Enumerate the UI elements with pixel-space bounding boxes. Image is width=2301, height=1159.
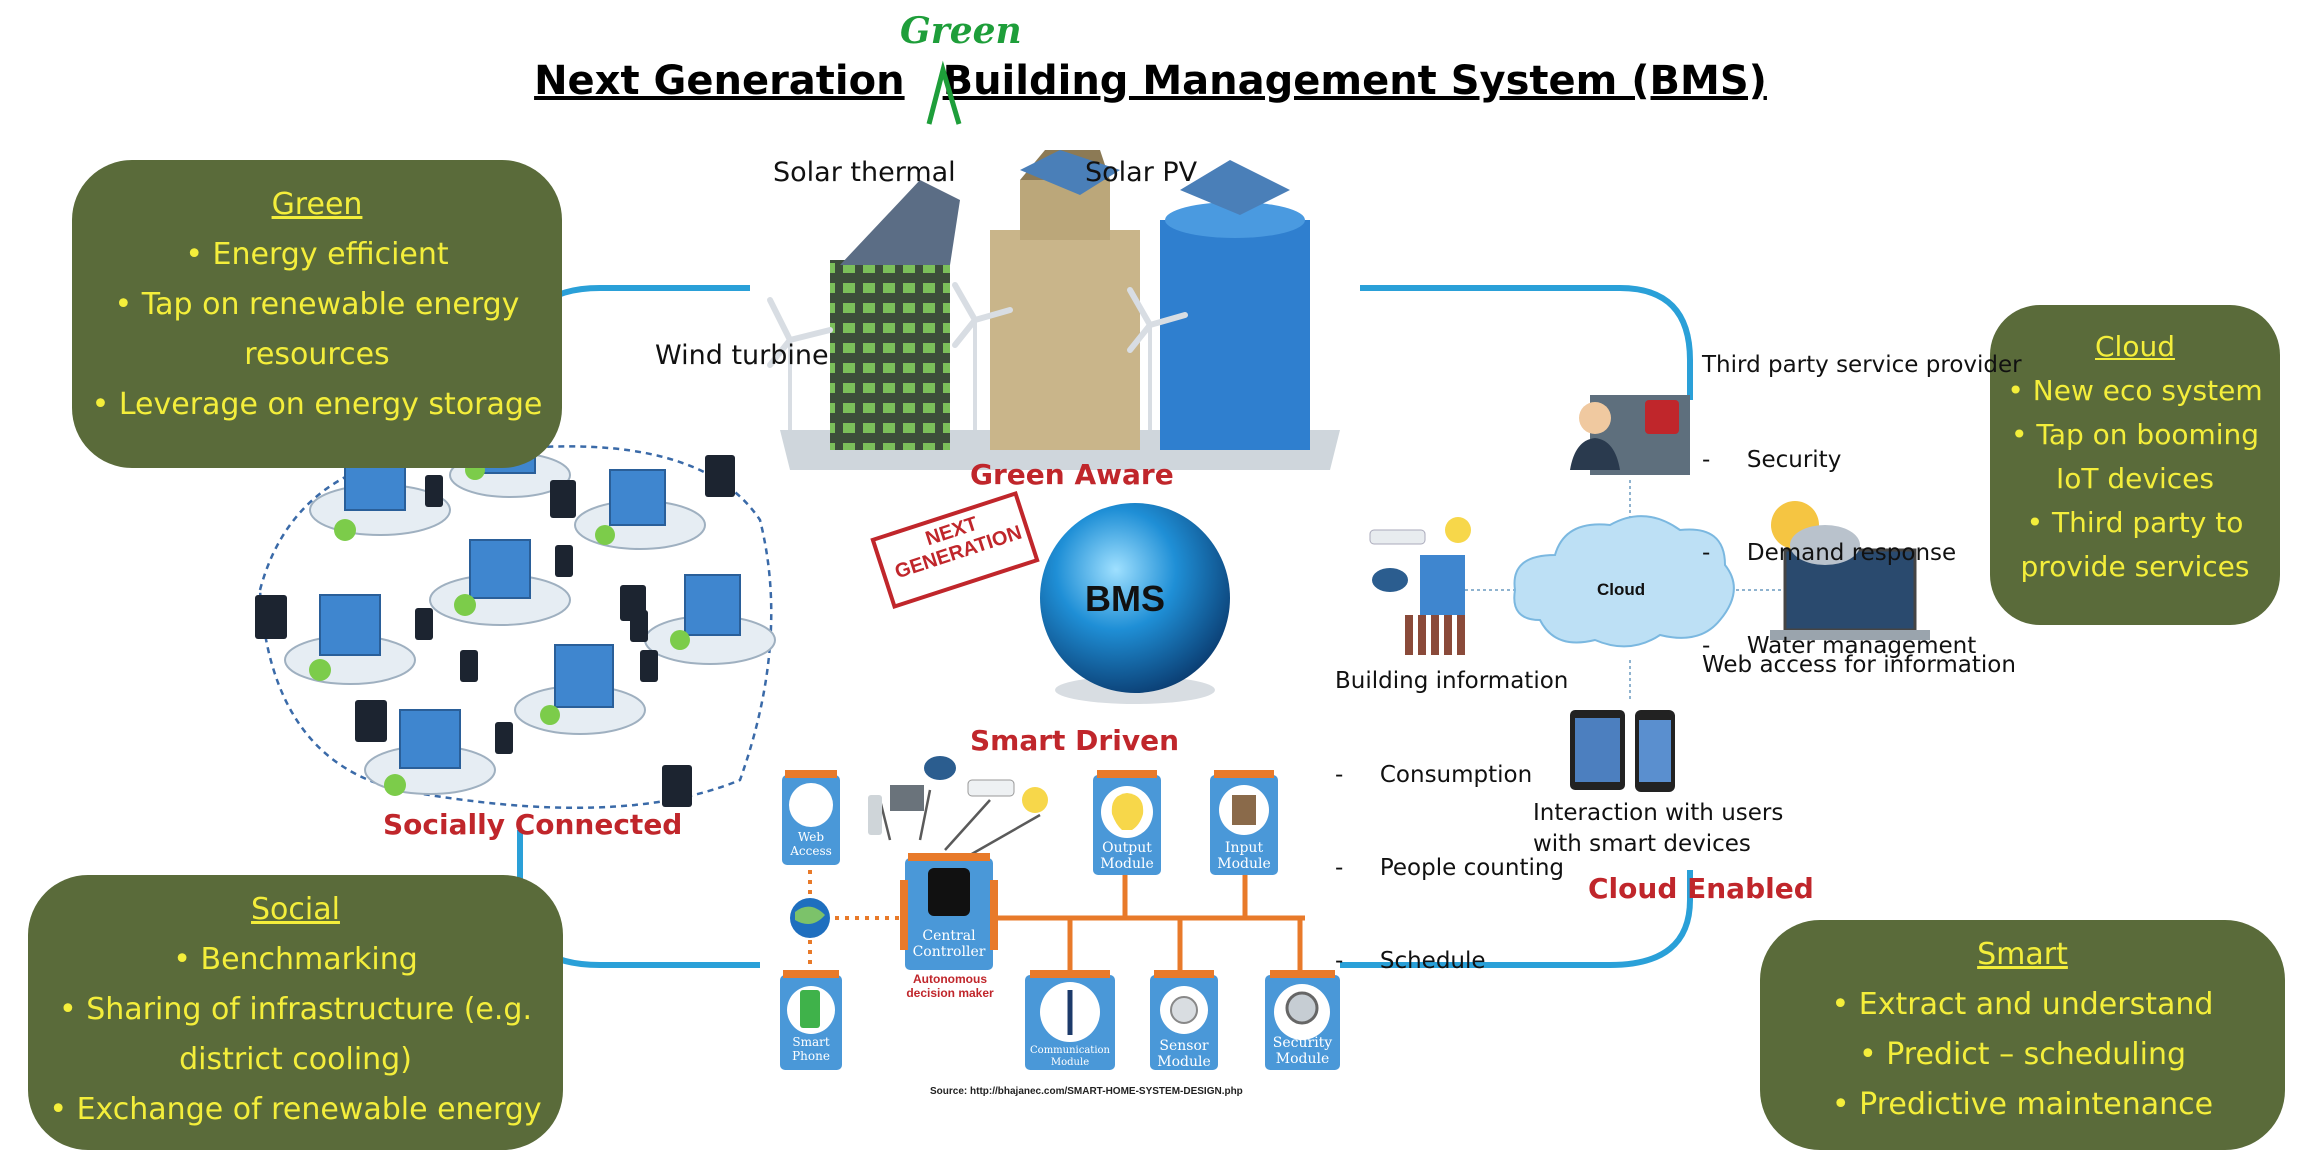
input-module-label: Input Module (1210, 840, 1278, 872)
social-box: Social • Benchmarking • Sharing of infra… (28, 875, 563, 1150)
smart-driven-label: Smart Driven (970, 724, 1180, 757)
cloud-label: Cloud (1597, 580, 1646, 599)
green-buildings (767, 150, 1340, 470)
cloud-panel-graphics (1369, 395, 1930, 792)
module-label-line: Smart (792, 1035, 830, 1049)
wind-turbine-label: Wind turbine (655, 340, 829, 371)
central-controller-label: Central Controller (905, 928, 993, 960)
web-access-module-label: Web Access (782, 830, 840, 858)
output-module-label: Output Module (1093, 840, 1161, 872)
green-insert-text: Green (900, 10, 1022, 52)
bms-sphere (1040, 503, 1230, 704)
social-box-item: • Exchange of renewable energy (49, 1092, 542, 1127)
third-party-title: Third party service provider (1702, 352, 2022, 378)
solar-thermal-label: Solar thermal (773, 157, 956, 188)
security-module-label: Security Module (1265, 1035, 1340, 1067)
module-label-line: Controller (912, 944, 986, 960)
caret-mark-icon (926, 60, 962, 125)
green-box-item: • Tap on renewable energy (114, 287, 520, 322)
web-access-label: Web access for information (1702, 652, 2016, 678)
next-generation-stamp (870, 491, 1040, 609)
building-info-title: Building information (1335, 668, 1569, 694)
smart-phone-module-label: Smart Phone (780, 1035, 842, 1063)
module-label-line: Input (1224, 840, 1264, 856)
interaction-label: Interaction with users with smart device… (1533, 798, 1783, 860)
module-label-line: Communication (1030, 1045, 1110, 1056)
social-box-item: • Sharing of infrastructure (e.g. (59, 992, 532, 1027)
module-label-line: Module (1157, 1054, 1211, 1070)
module-label-line: Output (1102, 840, 1152, 856)
solar-pv-label: Solar PV (1085, 157, 1198, 188)
green-box: Green • Energy efficient • Tap on renewa… (72, 160, 562, 468)
cloud-box: Cloud • New eco system • Tap on booming … (1990, 305, 2280, 625)
green-box-item: • Energy efficient (185, 237, 449, 272)
cloud-box-heading: Cloud (2095, 330, 2175, 363)
smart-box-item: • Extract and understand (1831, 987, 2214, 1022)
communication-module-label: Communication Module (1025, 1045, 1115, 1069)
third-party-item: - Demand response (1702, 540, 1957, 566)
smart-home-diagram (780, 756, 1340, 1070)
third-party-list: - Security - Demand response - Water man… (1702, 383, 1976, 693)
interaction-line: with smart devices (1533, 831, 1751, 857)
building-info-item: - People counting (1335, 855, 1565, 881)
module-label-line: Module (1275, 1051, 1330, 1067)
title-right: Building Management System (BMS) (942, 58, 1767, 104)
building-info-list: - Consumption - People counting - Schedu… (1335, 698, 1564, 1008)
social-box-item: • Benchmarking (173, 942, 418, 977)
green-box-item: • Leverage on energy storage (91, 387, 543, 422)
source-credit: Source: http://bhajanec.com/SMART-HOME-S… (930, 1086, 1243, 1097)
smart-box-item: • Predict – scheduling (1858, 1037, 2186, 1072)
interaction-line: Interaction with users (1533, 800, 1784, 826)
green-box-item: resources (244, 337, 390, 372)
smart-box-item: • Predictive maintenance (1831, 1087, 2214, 1122)
module-label-line: Security (1272, 1035, 1333, 1051)
cloud-box-item: provide services (2020, 550, 2250, 583)
module-label-line: Central (922, 928, 976, 944)
smart-box-heading: Smart (1977, 937, 2068, 972)
social-network-cluster (255, 424, 776, 809)
social-box-item: district cooling) (179, 1042, 412, 1077)
page-title: Next Generation Building Management Syste… (0, 58, 2301, 104)
module-label-line: Web (797, 830, 825, 844)
cloud-box-item: • Third party to (2026, 506, 2244, 539)
module-label-line: Module (1050, 1057, 1090, 1068)
module-label-line: Access (790, 844, 832, 858)
building-info-item: - Schedule (1335, 948, 1486, 974)
autonomous-label: Autonomous decision maker (890, 972, 1010, 1000)
third-party-item: - Water management (1702, 633, 1977, 659)
autonomous-line: decision maker (906, 986, 994, 1000)
smart-box: Smart • Extract and understand • Predict… (1760, 920, 2285, 1150)
building-info-item: - Consumption (1335, 762, 1533, 788)
sensor-module-label: Sensor Module (1150, 1038, 1218, 1070)
green-aware-label: Green Aware (970, 458, 1174, 491)
green-box-heading: Green (271, 187, 363, 222)
module-label-line: Module (1100, 856, 1154, 872)
third-party-item: - Security (1702, 447, 1842, 473)
social-box-heading: Social (251, 892, 340, 927)
title-left: Next Generation (534, 58, 905, 104)
autonomous-line: Autonomous (913, 972, 987, 986)
socially-connected-label: Socially Connected (383, 808, 683, 841)
cloud-box-item: • New eco system (2007, 374, 2263, 407)
cloud-box-item: • Tap on booming (2010, 418, 2260, 451)
module-label-line: Module (1217, 856, 1271, 872)
module-label-line: Phone (792, 1049, 830, 1063)
cloud-box-item: IoT devices (2056, 462, 2214, 495)
module-label-line: Sensor (1159, 1038, 1209, 1054)
cloud-enabled-label: Cloud Enabled (1588, 872, 1814, 905)
bms-label: BMS (1085, 578, 1165, 619)
